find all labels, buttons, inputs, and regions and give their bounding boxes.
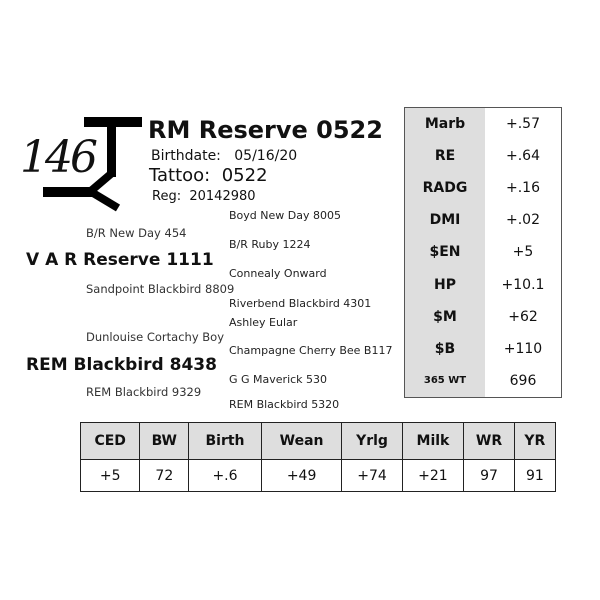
epd-row: DMI +.02 bbox=[405, 204, 561, 237]
growth-epd-value: +74 bbox=[341, 459, 403, 492]
lot-number: 146 bbox=[20, 132, 98, 183]
growth-epd-value: 91 bbox=[513, 459, 557, 492]
epd-row: $B +110 bbox=[405, 332, 561, 365]
epd-row: Marb +.57 bbox=[405, 108, 561, 141]
epd-label: RE bbox=[405, 140, 485, 173]
growth-epd-header: WR bbox=[463, 422, 515, 460]
epd-value: +62 bbox=[508, 308, 538, 325]
growth-epd-header: YR bbox=[513, 422, 557, 460]
epd-value: +10.1 bbox=[501, 276, 545, 293]
epd-row: RE +.64 bbox=[405, 140, 561, 173]
growth-epd-value: +5 bbox=[79, 459, 141, 492]
pedigree-dsd: Champagne Cherry Bee B117 bbox=[229, 344, 393, 357]
epd-label: $B bbox=[405, 332, 485, 365]
epd-row: $M +62 bbox=[405, 300, 561, 333]
epd-label: $EN bbox=[405, 236, 485, 269]
epd-label: 365 WT bbox=[405, 364, 485, 397]
epd-value: 696 bbox=[509, 372, 537, 389]
growth-epd-value: 72 bbox=[139, 459, 190, 492]
growth-epd-value: +21 bbox=[401, 459, 465, 492]
pedigree-sds: Connealy Onward bbox=[229, 267, 327, 280]
registration: Reg: 20142980 bbox=[152, 189, 256, 204]
growth-epd-header: CED bbox=[79, 422, 141, 460]
growth-epd-header: Birth bbox=[188, 422, 262, 460]
pedigree-sdd: Riverbend Blackbird 4301 bbox=[229, 297, 372, 310]
tattoo: Tattoo: 0522 bbox=[149, 165, 268, 186]
epd-label: $M bbox=[405, 300, 485, 333]
epd-value: +.64 bbox=[506, 148, 540, 165]
growth-epd-value: +.6 bbox=[188, 459, 262, 492]
pedigree-dss: Ashley Eular bbox=[229, 316, 298, 329]
brand-logo bbox=[43, 117, 142, 212]
pedigree-sss: Boyd New Day 8005 bbox=[229, 209, 341, 222]
growth-epd-value: +49 bbox=[260, 459, 343, 492]
epd-row: RADG +.16 bbox=[405, 172, 561, 205]
pedigree-sire: V A R Reserve 1111 bbox=[26, 250, 214, 270]
growth-epd-header: Wean bbox=[260, 422, 343, 460]
pedigree-sire-sire: B/R New Day 454 bbox=[86, 226, 187, 240]
epd-label: RADG bbox=[405, 172, 485, 205]
epd-value: +.16 bbox=[506, 180, 540, 197]
epd-label: DMI bbox=[405, 204, 485, 237]
birthdate: Birthdate: 05/16/20 bbox=[151, 148, 297, 164]
pedigree-ddd: REM Blackbird 5320 bbox=[229, 398, 340, 411]
birthdate-label: Birthdate: bbox=[151, 148, 221, 164]
birthdate-value: 05/16/20 bbox=[234, 148, 298, 164]
epd-row: HP +10.1 bbox=[405, 268, 561, 301]
growth-epd-header: BW bbox=[139, 422, 190, 460]
growth-epd-value: 97 bbox=[463, 459, 515, 492]
reg-value: 20142980 bbox=[189, 189, 256, 204]
pedigree-dam: REM Blackbird 8438 bbox=[26, 355, 217, 375]
pedigree-ssd: B/R Ruby 1224 bbox=[229, 238, 311, 251]
epd-value: +5 bbox=[512, 244, 534, 261]
reg-label: Reg: bbox=[152, 189, 182, 204]
epd-value: +.02 bbox=[506, 212, 540, 229]
epd-label: Marb bbox=[405, 108, 485, 141]
growth-epd-header: Yrlg bbox=[341, 422, 403, 460]
tattoo-value: 0522 bbox=[221, 165, 268, 186]
tattoo-label: Tattoo: bbox=[149, 165, 211, 186]
growth-epd-header: Milk bbox=[401, 422, 465, 460]
pedigree-dds: G G Maverick 530 bbox=[229, 373, 328, 386]
epd-row: 365 WT 696 bbox=[405, 364, 561, 397]
epd-value: +.57 bbox=[506, 116, 540, 133]
pedigree-sire-dam: Sandpoint Blackbird 8809 bbox=[86, 282, 235, 296]
epd-row: $EN +5 bbox=[405, 236, 561, 269]
pedigree-dam-sire: Dunlouise Cortachy Boy bbox=[86, 330, 225, 344]
epd-label: HP bbox=[405, 268, 485, 301]
epd-value: +110 bbox=[503, 340, 543, 357]
pedigree-dam-dam: REM Blackbird 9329 bbox=[86, 385, 202, 399]
animal-name: RM Reserve 0522 bbox=[148, 116, 383, 144]
